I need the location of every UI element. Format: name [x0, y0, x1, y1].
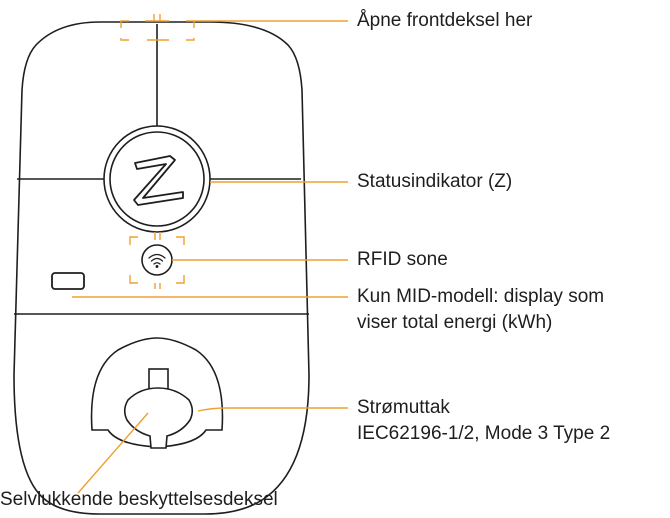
callout-marks [72, 14, 348, 494]
protective-cover-label: Selvlukkende beskyttelsesdeksel [0, 489, 278, 510]
front-cover-label: Åpne frontdeksel her [357, 10, 533, 31]
rfid-marker [129, 232, 185, 289]
socket-leader [197, 407, 348, 412]
z-logo-icon [133, 155, 184, 206]
socket-label-line2: IEC62196-1/2, Mode 3 Type 2 [357, 423, 611, 444]
wifi-icon [148, 253, 166, 268]
mid-display-label-line2: viser total energi (kWh) [357, 312, 553, 333]
status-ring-inner [109, 131, 205, 227]
protective-cover-leader [77, 412, 149, 494]
charger-outline [13, 21, 310, 515]
socket-label-line1: Strømuttak [357, 397, 450, 418]
status-ring-outer [103, 125, 211, 233]
charger-body [13, 21, 310, 515]
rfid-circle [141, 244, 173, 276]
status-indicator-label: Statusindikator (Z) [357, 171, 513, 192]
mid-display [51, 272, 85, 290]
rfid-zone-label: RFID sone [357, 249, 448, 270]
socket-cover [123, 387, 194, 449]
mid-display-label-line1: Kun MID-modell: display som [357, 286, 605, 307]
